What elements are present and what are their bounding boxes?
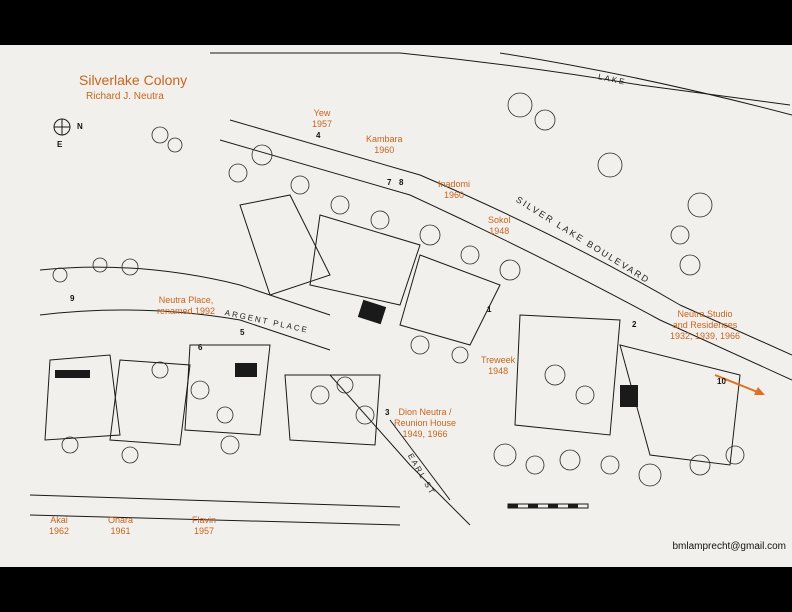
compass-icon [53, 118, 71, 136]
site-plan-drawing [29, 52, 792, 526]
plot-number: 1 [487, 305, 492, 314]
lake-shoreline [210, 52, 791, 106]
house-label-neutra-place: Neutra Place,renamed 1992 [157, 295, 216, 316]
lot-outline [284, 374, 381, 446]
argent-place-edge-south [39, 309, 331, 351]
argent-place-edge-north [39, 266, 331, 316]
lot-outline [309, 214, 421, 306]
boulevard-edge-north [229, 119, 792, 356]
plot-number: 2 [632, 320, 637, 329]
plot-number: 8 [399, 178, 404, 187]
building-mass [357, 299, 387, 325]
scale-bar [507, 503, 589, 509]
bottom-street-edge [29, 494, 401, 508]
site-plan-sheet: Silverlake Colony Richard J. Neutra N E … [0, 45, 792, 567]
building-mass [55, 370, 90, 378]
earl-st-edge [389, 419, 451, 501]
plot-number: 5 [240, 328, 245, 337]
credit-email: bmlamprecht@gmail.com [672, 541, 786, 552]
bottom-street-edge-2 [29, 514, 401, 526]
lot-outline [184, 344, 271, 436]
plot-number: 7 [387, 178, 392, 187]
compass-e-label: E [57, 140, 63, 149]
lot-outline [399, 254, 501, 346]
plot-number: 10 [717, 377, 726, 386]
lot-outline [109, 359, 191, 446]
plot-number: 3 [385, 408, 390, 417]
map-title: Silverlake Colony [79, 72, 188, 88]
lot-outline [44, 354, 121, 441]
direction-arrow-icon [714, 374, 765, 395]
map-subtitle: Richard J. Neutra [86, 91, 164, 102]
compass-n-label: N [77, 122, 83, 131]
lake-bank [499, 52, 792, 116]
building-mass [235, 363, 257, 377]
plot-number: 6 [198, 343, 203, 352]
lot-outline [239, 194, 331, 296]
earl-st-edge-2 [329, 374, 471, 526]
building-mass [620, 385, 638, 407]
plot-number: 9 [70, 294, 75, 303]
lot-outline [514, 314, 621, 436]
lot-outline [619, 344, 741, 466]
boulevard-edge-south [219, 139, 792, 381]
plot-number: 4 [316, 131, 321, 140]
